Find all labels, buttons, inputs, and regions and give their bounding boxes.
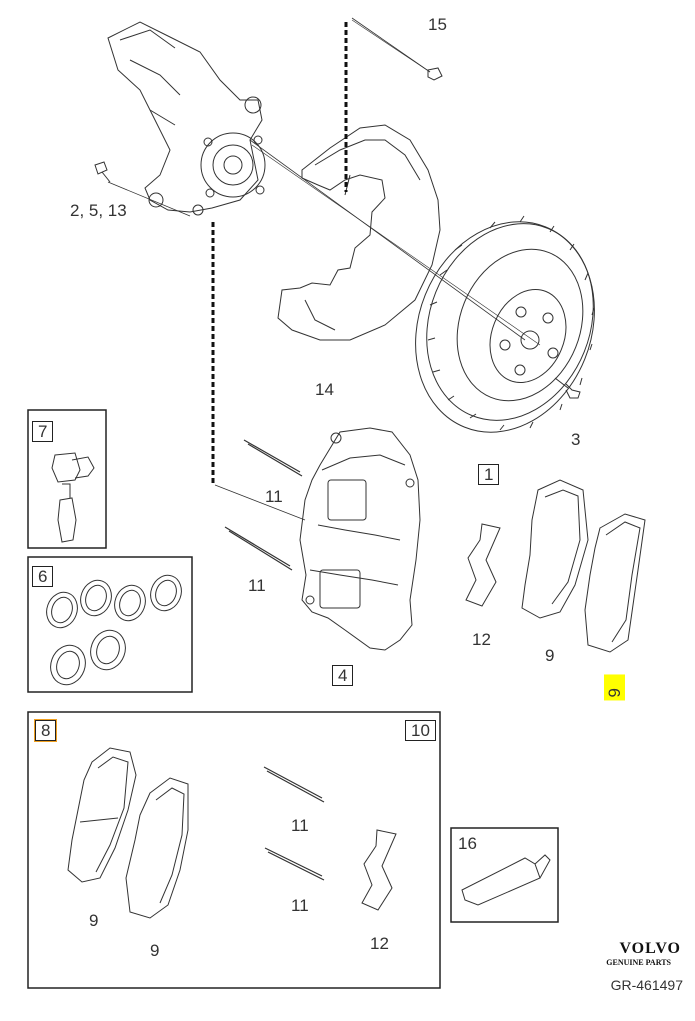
callout-3: 3 xyxy=(571,430,581,449)
callout-9-kit-b: 9 xyxy=(150,941,160,960)
callout-11-lower: 11 xyxy=(248,576,266,595)
grease-tube xyxy=(461,854,551,906)
callout-10: 10 xyxy=(405,720,436,741)
brake-caliper xyxy=(299,427,421,651)
callout-16: 16 xyxy=(458,834,477,853)
callout-9-kit-a: 9 xyxy=(89,911,99,930)
caliper-bolt-lower xyxy=(224,526,293,571)
kit-16-frame xyxy=(450,827,559,923)
callout-2-5-13: 2, 5, 13 xyxy=(70,201,127,220)
callout-12: 12 xyxy=(472,630,491,649)
kit-7-frame xyxy=(27,409,107,549)
steering-knuckle xyxy=(107,21,266,216)
callout-4: 4 xyxy=(332,665,354,686)
caliper-bolt-upper xyxy=(243,439,303,477)
kit-6-frame xyxy=(27,556,193,693)
volvo-logo: VOLVO xyxy=(619,940,681,957)
callout-11-kit-upper: 11 xyxy=(291,816,309,835)
callout-15: 15 xyxy=(428,15,447,34)
callout-8: 8 xyxy=(33,719,58,742)
kit-bolt-upper xyxy=(263,766,325,803)
kit-pad-a xyxy=(67,747,137,883)
callout-9-inner: 9 xyxy=(545,646,555,665)
knuckle-bolt xyxy=(94,161,111,183)
brake-pad-outer xyxy=(584,513,646,653)
kit-bolt-lower xyxy=(264,847,325,881)
kit-spring xyxy=(361,829,397,911)
kit-8-10-frame xyxy=(27,711,441,989)
caliper-seals xyxy=(46,574,182,686)
brake-disc xyxy=(415,215,595,433)
brake-pad-inner xyxy=(521,479,589,619)
volvo-genuine-parts: GENUINE PARTS xyxy=(606,958,671,967)
bleed-nipple-kit xyxy=(51,452,95,543)
callout-7: 7 xyxy=(32,421,54,442)
callout-11-kit-lower: 11 xyxy=(291,896,309,915)
callout-14: 14 xyxy=(315,380,334,399)
anti-rattle-spring xyxy=(465,523,501,607)
callout-9-highlighted: 9 xyxy=(604,674,625,701)
dust-shield xyxy=(277,124,441,341)
kit-pad-b xyxy=(125,777,189,919)
diagram-reference: GR-461497 xyxy=(610,977,683,993)
callout-11-upper: 11 xyxy=(265,487,283,506)
callout-1: 1 xyxy=(478,464,500,485)
callout-6: 6 xyxy=(32,566,54,587)
wheel-bolt xyxy=(554,377,581,399)
callout-12-kit: 12 xyxy=(370,934,389,953)
dust-shield-screw xyxy=(427,67,443,81)
